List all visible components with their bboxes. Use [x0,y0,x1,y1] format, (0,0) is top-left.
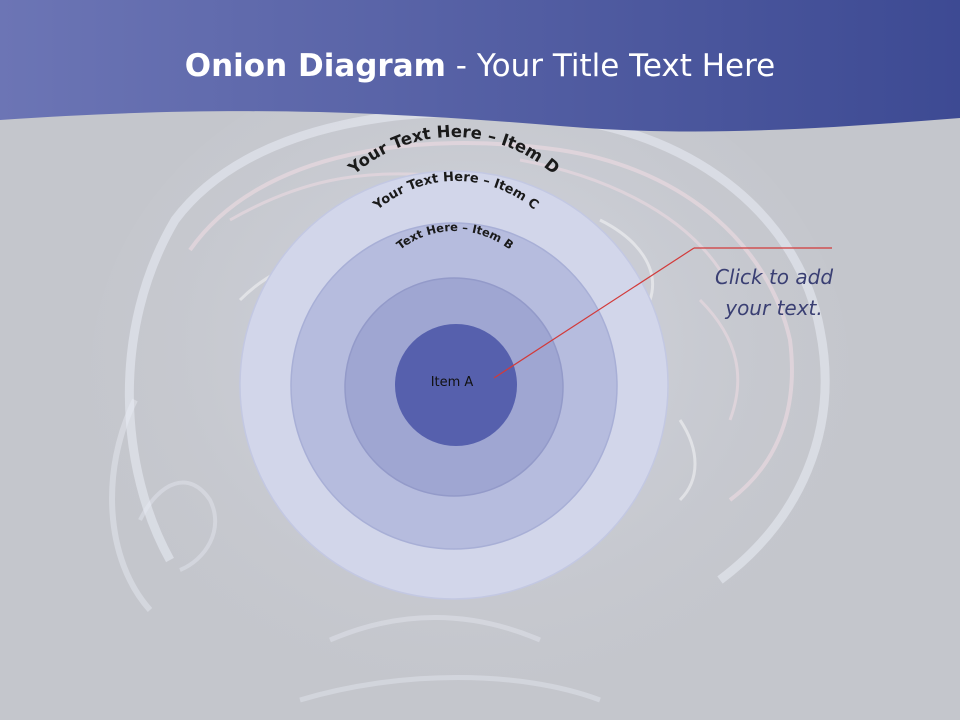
slide-title-rest: - Your Title Text Here [445,48,776,84]
core-label-item-a: Item A [431,375,474,390]
callout-text-placeholder[interactable]: Click to add your text. [714,265,834,320]
slide-title[interactable]: Onion Diagram - Your Title Text Here [0,48,960,84]
core-item-a[interactable] [395,324,517,446]
onion-diagram: Your Text Here – Item D Your Text Here –… [239,122,669,600]
slide-title-bold: Onion Diagram [184,48,446,84]
callout-connector [493,247,832,379]
title-header-band [0,0,960,132]
